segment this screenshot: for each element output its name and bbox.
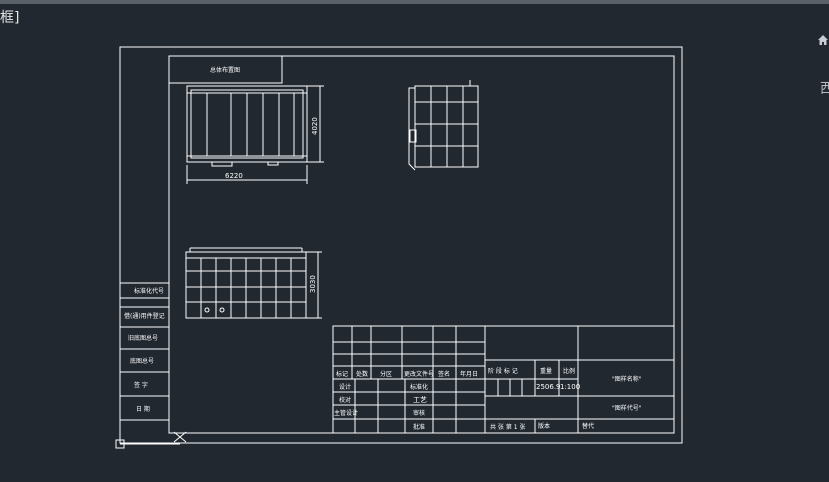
tb-mid-process: 工艺: [413, 396, 427, 404]
home-icon[interactable]: [817, 34, 829, 46]
top-view-dim-height: 4020: [311, 117, 319, 135]
window-title-fragment: 框]: [0, 10, 20, 26]
tb-drawing-name: "图样名称": [612, 375, 642, 383]
top-title-box: [168, 55, 283, 84]
tb-stage-header: 阶 段 标 记: [488, 367, 518, 375]
outer-frame: [119, 46, 683, 444]
tb-scale-value: 1:100: [560, 383, 580, 391]
tb-drawing-code: "图样代号": [612, 404, 642, 412]
left-strip-label-2: 旧底图总号: [128, 334, 158, 342]
tb-sheet-info: 共 张 第 1 张: [490, 423, 525, 431]
tb-sign-design: 设计: [339, 383, 351, 391]
title-block: [332, 325, 675, 434]
left-strip: [120, 282, 169, 421]
side-view: [408, 80, 479, 171]
tb-scale-header: 比例: [563, 367, 575, 375]
tb-header-change-doc: 更改文件号: [404, 370, 434, 378]
tb-header-count: 处数: [356, 370, 368, 378]
tb-sign-check: 校对: [339, 396, 351, 404]
tb-mid-standard: 标准化: [410, 383, 428, 391]
tb-weight-value: 2506.9: [536, 383, 561, 391]
view-cube-label[interactable]: 西: [820, 81, 829, 97]
tb-sign-chief: 主管设计: [334, 409, 358, 417]
front-view: [185, 247, 322, 319]
tb-header-zone: 分区: [380, 370, 392, 378]
left-strip-top-label: 标准化代号: [134, 287, 164, 295]
tb-header-sign: 签名: [438, 370, 450, 378]
tb-mid-approve: 批准: [413, 423, 425, 431]
tb-weight-header: 重量: [540, 367, 552, 375]
tb-header-mark: 标记: [336, 370, 348, 378]
left-strip-label-5: 日 期: [136, 405, 150, 413]
top-view: [186, 85, 324, 184]
left-strip-label-4: 签 字: [134, 381, 148, 389]
top-view-title: 总体布置图: [210, 66, 240, 74]
tb-version-label: 版本: [538, 422, 550, 430]
tb-header-date: 年月日: [460, 370, 478, 378]
left-strip-label-3: 底图总号: [130, 357, 154, 365]
tb-mid-review: 审核: [413, 409, 425, 417]
tb-replace-label: 替代: [582, 422, 594, 430]
front-view-dim-height: 3030: [309, 275, 317, 293]
top-toolbar-strip: [0, 0, 829, 4]
top-view-dim-width: 6220: [225, 172, 243, 180]
left-strip-label-1: 借(通)用件登记: [124, 312, 165, 320]
